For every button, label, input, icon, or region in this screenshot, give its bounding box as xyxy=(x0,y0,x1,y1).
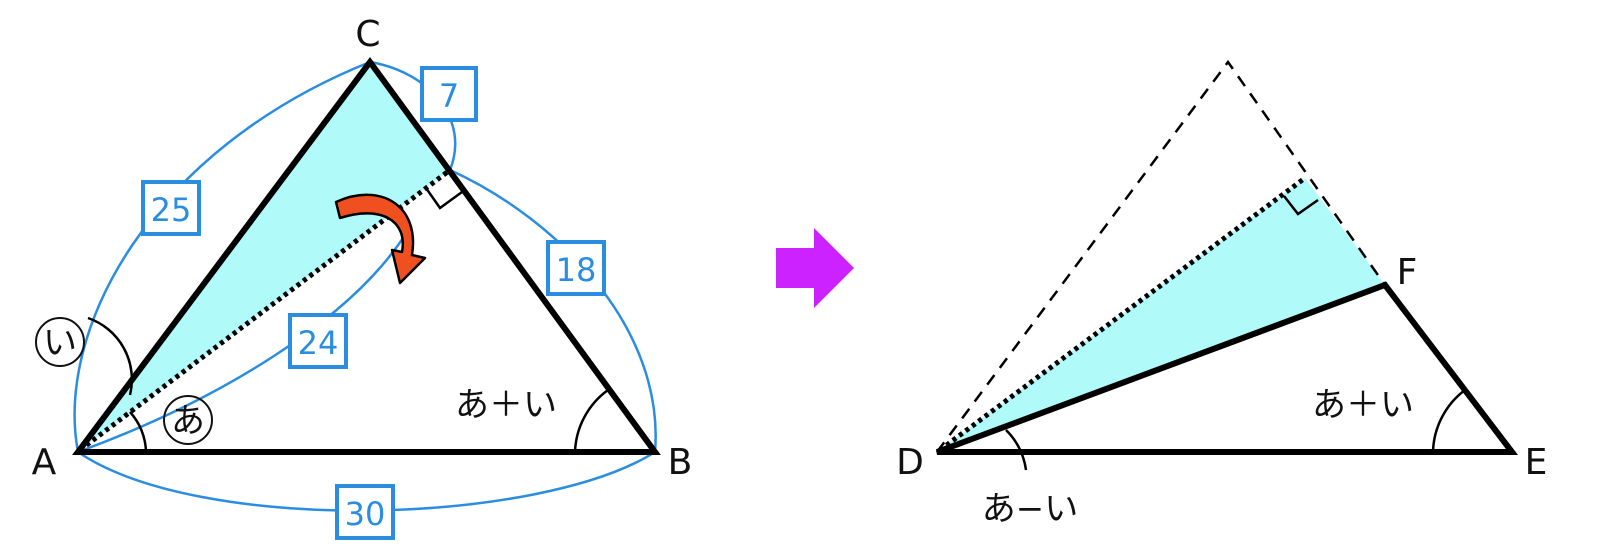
transform-arrow-icon xyxy=(776,228,854,308)
altitude-folded xyxy=(938,175,1307,453)
angle-label-i: い xyxy=(43,323,77,363)
shaded-folded-region xyxy=(937,178,1385,452)
arc-ah xyxy=(77,234,407,454)
angle-label-sum-right: あ＋い xyxy=(1312,385,1414,425)
right-figure: F D E あ＋い あ−い xyxy=(896,59,1548,529)
point-label-a: A xyxy=(32,442,57,483)
arc-ac xyxy=(73,60,371,453)
length-label-ah: 24 xyxy=(298,324,339,362)
angle-label-diff: あ−い xyxy=(982,489,1079,529)
length-box-ab xyxy=(335,484,395,540)
angle-arc-a xyxy=(129,411,148,453)
triangle-def xyxy=(935,281,1519,455)
length-label-ac: 25 xyxy=(151,191,192,229)
point-label-d: D xyxy=(896,442,924,483)
angle-circle-i xyxy=(35,317,85,367)
angle-arc-diff-d xyxy=(1005,429,1028,471)
length-box-hb xyxy=(546,240,606,296)
length-box-ah xyxy=(288,313,348,369)
angle-arc-sum-e xyxy=(1431,389,1466,453)
length-label-ch: 7 xyxy=(439,77,459,115)
shaded-triangle-ach xyxy=(78,62,450,452)
point-label-e: E xyxy=(1525,442,1548,483)
right-angle-mark-h xyxy=(424,187,463,210)
left-figure: C A B 25 7 18 24 30 い あ あ＋い xyxy=(32,14,693,540)
original-outline-dashed xyxy=(935,59,1387,453)
point-label-f: F xyxy=(1397,252,1418,293)
angle-arc-sum-b xyxy=(573,388,609,453)
point-label-c: C xyxy=(355,14,380,55)
length-box-ac xyxy=(141,180,201,236)
triangle-abc xyxy=(72,56,661,455)
length-box-ch xyxy=(420,66,478,122)
length-label-hb: 18 xyxy=(556,251,597,289)
length-label-ab: 30 xyxy=(345,495,386,533)
right-angle-mark-folded xyxy=(1283,195,1319,216)
rotation-arrow xyxy=(334,193,427,285)
point-label-b: B xyxy=(668,442,693,483)
angle-circle-a xyxy=(163,395,213,445)
angle-arc-i xyxy=(87,316,134,396)
angle-label-a: あ xyxy=(171,401,205,441)
angle-label-sum-left: あ＋い xyxy=(455,385,557,425)
